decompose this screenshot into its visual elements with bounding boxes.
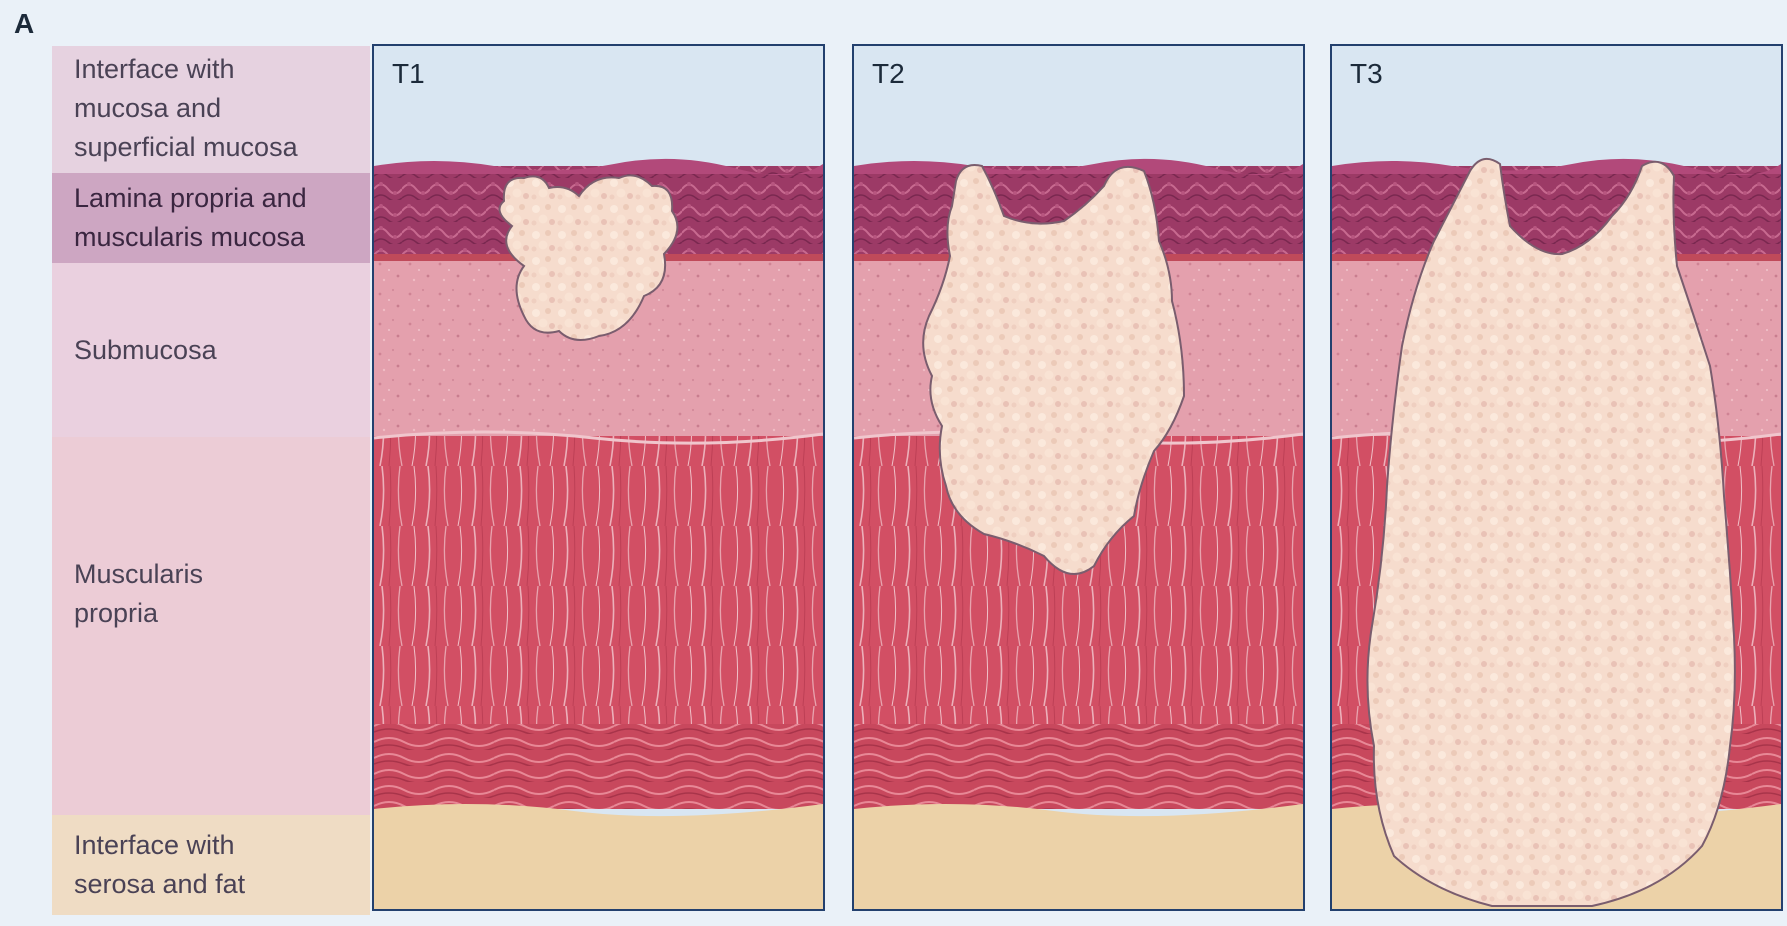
label-mucosa-interface: Interface with mucosa and superficial mu… xyxy=(52,46,370,173)
label-serosa-interface: Interface with serosa and fat xyxy=(52,815,370,915)
label-muscularis-propria: Muscularis propria xyxy=(52,437,370,815)
tissue-layers-t2 xyxy=(854,46,1303,909)
stage-panel-t1: T1 xyxy=(372,44,825,911)
stage-panel-t3: T3 xyxy=(1330,44,1783,911)
panel-letter: A xyxy=(14,8,34,40)
tissue-layers-t1 xyxy=(374,46,823,909)
stage-panel-t2: T2 xyxy=(852,44,1305,911)
stage-label-t2: T2 xyxy=(872,58,905,90)
tissue-layers-t3 xyxy=(1332,46,1781,909)
label-submucosa: Submucosa xyxy=(52,263,370,437)
layer-label-column: Interface with mucosa and superficial mu… xyxy=(52,46,370,915)
stage-label-t3: T3 xyxy=(1350,58,1383,90)
label-lamina-propria: Lamina propria and muscularis mucosa xyxy=(52,173,370,263)
stage-label-t1: T1 xyxy=(392,58,425,90)
